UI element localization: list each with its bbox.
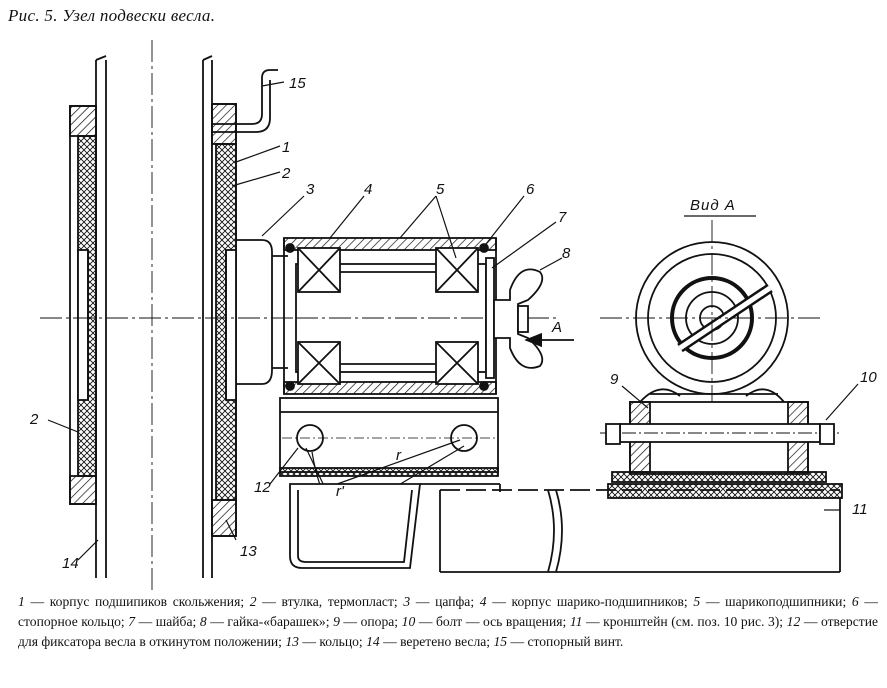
view-a-support [600, 401, 840, 483]
legend-number: 2 [249, 594, 257, 609]
bracket-right [439, 483, 843, 573]
legend-number: 10 [401, 614, 416, 629]
figure-legend: 1 — корпус подшипиков скольжения; 2 — вт… [18, 592, 878, 652]
legend-text: — веретено весла; [379, 634, 494, 649]
legend-number: 4 [479, 594, 487, 609]
callout-3: 3 [306, 181, 315, 198]
legend-number: 8 [199, 614, 207, 629]
legend-number: 9 [333, 614, 340, 629]
legend-number: 14 [366, 634, 380, 649]
view-a-title: Вид А [690, 197, 736, 214]
legend-number: 12 [786, 614, 801, 629]
view-a-housing [600, 220, 820, 480]
legend-number: 1 [18, 594, 25, 609]
legend-text: — корпус шарико-подшипников; [486, 594, 694, 609]
legend-text: — гайка-«барашек»; [206, 614, 334, 629]
callout-9: 9 [610, 371, 619, 388]
callout-2b: 2 [29, 411, 39, 428]
legend-text: — кольцо; [298, 634, 367, 649]
oar-shaft [95, 40, 213, 590]
callout-1: 1 [282, 139, 290, 156]
callout-7: 7 [558, 209, 567, 226]
legend-text: — стопорное кольцо; [18, 594, 878, 629]
ball-bearing-left [297, 247, 341, 385]
callout-13: 13 [240, 543, 257, 560]
callout-10: 10 [860, 369, 877, 386]
legend-text: — шайба; [135, 614, 200, 629]
callout-11: 11 [852, 501, 868, 518]
technical-drawing: 15 1 2 3 4 5 6 7 8 2 12 13 14 9 10 11 Ви… [29, 40, 877, 590]
leader-lines [47, 81, 859, 561]
legend-text: — корпус подшипиков скольжения; [24, 594, 250, 609]
callout-4: 4 [364, 181, 372, 198]
wing-nut [493, 268, 544, 369]
legend-number: 13 [285, 634, 299, 649]
legend-text: — болт — ось вращения; [415, 614, 570, 629]
radius-r1-label: r' [336, 483, 345, 500]
left-bearing-housing [69, 105, 97, 505]
callout-5: 5 [436, 181, 445, 198]
legend-number: 3 [403, 594, 411, 609]
legend-text: — втулка, термопласт; [256, 594, 404, 609]
locking-screw [212, 69, 278, 133]
legend-number: 5 [693, 594, 701, 609]
legend-text: — стопорный винт. [507, 634, 624, 649]
arrow-a-label: А [551, 319, 562, 336]
legend-text: — цапфа; [410, 594, 480, 609]
support-block [279, 397, 499, 477]
radius-r-label: r [396, 447, 402, 464]
trunnion [236, 239, 288, 385]
right-bearing-housing [211, 103, 237, 537]
bracket-left [289, 483, 501, 569]
callout-12: 12 [254, 479, 271, 496]
legend-number: 7 [128, 614, 136, 629]
callout-6: 6 [526, 181, 535, 198]
legend-text: — опора; [339, 614, 402, 629]
legend-number: 6 [851, 594, 859, 609]
ball-bearing-right [435, 247, 479, 385]
legend-text: — шарикоподшипники; [700, 594, 852, 609]
callout-8: 8 [562, 245, 571, 262]
legend-text: — отверстие для фиксатора весла в откину… [18, 614, 878, 649]
callout-14: 14 [62, 555, 79, 572]
legend-text: — кронштейн (см. поз. 10 рис. 3); [582, 614, 787, 629]
retaining-ring [285, 243, 489, 391]
callout-15: 15 [289, 75, 306, 92]
figure-title: Рис. 5. Узел подвески весла. [8, 6, 216, 25]
callout-2: 2 [281, 165, 291, 182]
washer [485, 257, 495, 379]
legend-number: 15 [493, 634, 508, 649]
legend-number: 11 [569, 614, 583, 629]
